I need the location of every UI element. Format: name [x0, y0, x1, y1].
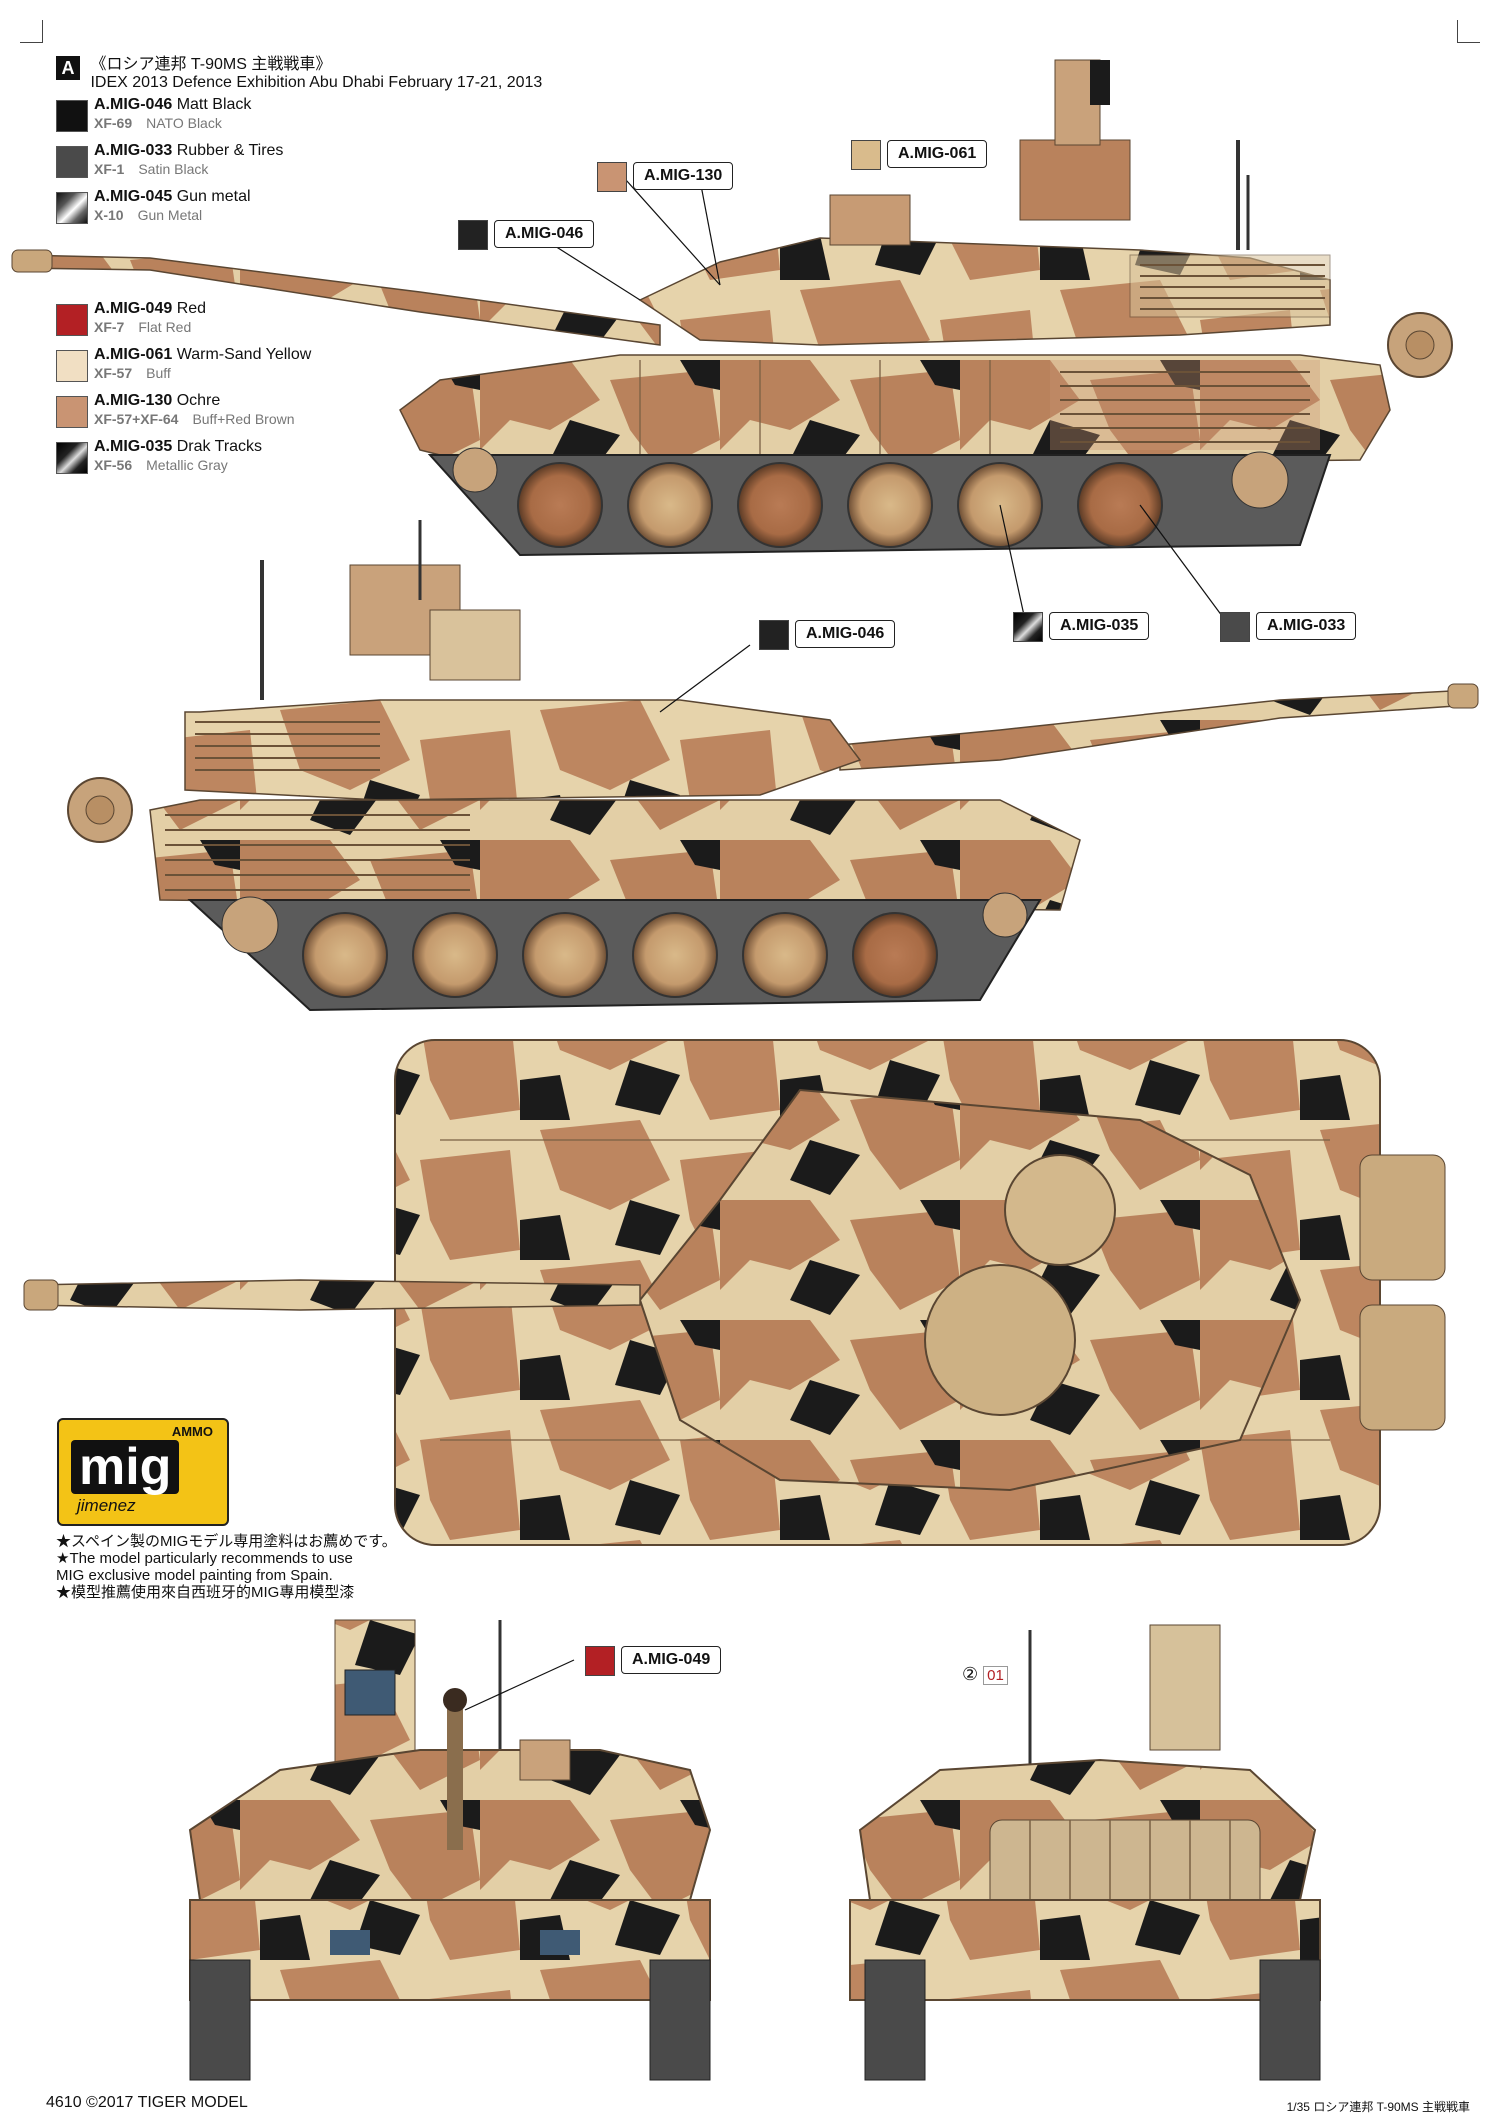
- legend-swatch: [56, 192, 88, 224]
- callout-swatch: [851, 140, 881, 170]
- legend-name: Gun metal: [176, 188, 251, 205]
- decal-number: ②: [962, 1664, 979, 1684]
- callout-label: A.MIG-033: [1256, 612, 1357, 640]
- legend-swatch: [56, 350, 88, 382]
- callout-swatch: [1220, 612, 1250, 642]
- callout-swatch: [597, 162, 627, 192]
- legend-xf: XF-7: [94, 319, 125, 335]
- main-gun-barrel: [11, 249, 661, 346]
- legend-code: A.MIG-046: [94, 96, 173, 113]
- ammo-mig-logo: AMMO mig jimenez: [57, 1418, 229, 1526]
- tank-front-view: [188, 1619, 712, 2081]
- crop-mark-tr: [1457, 20, 1480, 43]
- legend-name: Red: [176, 300, 207, 317]
- note-line: ★The model particularly recommends to us…: [56, 1550, 353, 1567]
- turret: [638, 59, 1331, 346]
- rear-marking: ② 01: [962, 1664, 1008, 1685]
- legend-code: A.MIG-033: [94, 142, 173, 159]
- track-run: [427, 447, 1332, 557]
- decal-code: 01: [983, 1666, 1008, 1685]
- legend-swatch: [56, 146, 88, 178]
- legend-xf: XF-57: [94, 365, 133, 381]
- callout-swatch: [759, 620, 789, 650]
- logo-sub-text: jimenez: [77, 1496, 136, 1515]
- scheme-subtitle: IDEX 2013 Defence Exhibition Abu Dhabi F…: [90, 74, 543, 91]
- legend-xf: XF-69: [94, 115, 133, 131]
- legend-xf-name: Buff+Red Brown: [192, 411, 295, 427]
- paint-recommendation-note: ★スペイン製のMIGモデル専用塗料はお薦めです。 ★The model part…: [56, 1533, 397, 1601]
- callout-swatch: [458, 220, 488, 250]
- legend-xf: XF-57+XF-64: [94, 411, 179, 427]
- callout-label: A.MIG-061: [887, 140, 988, 168]
- legend-swatch: [56, 396, 88, 428]
- leader-lines: [464, 179, 1226, 1711]
- legend-code: A.MIG-130: [94, 392, 173, 409]
- legend-xf-name: Satin Black: [138, 161, 209, 177]
- legend-swatch: [56, 304, 88, 336]
- legend-swatch: [56, 100, 88, 132]
- tank-rear-view: [849, 1624, 1321, 2081]
- legend-xf: XF-56: [94, 457, 133, 473]
- scheme-badge: A: [56, 56, 80, 80]
- callout-label: A.MIG-035: [1049, 612, 1150, 640]
- note-line: ★スペイン製のMIGモデル専用塗料はお薦めです。: [56, 1533, 397, 1550]
- legend-name: Matt Black: [176, 96, 252, 113]
- legend-swatch: [56, 442, 88, 474]
- logo-main-text: mig: [71, 1440, 180, 1494]
- callout-label: A.MIG-046: [494, 220, 595, 248]
- scheme-title-jp: 《ロシア連邦 T-90MS 主戦戦車》: [90, 56, 332, 73]
- note-line: MIG exclusive model painting from Spain.: [56, 1567, 333, 1584]
- legend-xf-name: Buff: [146, 365, 171, 381]
- legend-name: Rubber & Tires: [176, 142, 284, 159]
- hull: [399, 312, 1453, 471]
- legend-xf-name: Metallic Gray: [146, 457, 228, 473]
- legend-xf-name: Gun Metal: [137, 207, 203, 223]
- footer-right: 1/35 ロシア連邦 T-90MS 主戦戦車: [1286, 2100, 1470, 2114]
- tank-top-view: [23, 1039, 1446, 1546]
- note-line: ★模型推薦使用來自西班牙的MIG專用模型漆: [56, 1584, 355, 1601]
- tank-side-view-right: [67, 520, 1479, 1012]
- legend-name: Ochre: [176, 392, 221, 409]
- legend-xf: XF-1: [94, 161, 125, 177]
- crop-mark-tl: [20, 20, 43, 43]
- legend-code: A.MIG-061: [94, 346, 173, 363]
- callout-label: A.MIG-130: [633, 162, 734, 190]
- scheme-title: 《ロシア連邦 T-90MS 主戦戦車》 IDEX 2013 Defence Ex…: [90, 56, 542, 92]
- legend-xf-name: NATO Black: [146, 115, 222, 131]
- legend-code: A.MIG-049: [94, 300, 173, 317]
- footer-left: 4610 ©2017 TIGER MODEL: [46, 2094, 248, 2111]
- callout-label: A.MIG-046: [795, 620, 896, 648]
- callout-swatch: [1013, 612, 1043, 642]
- legend-code: A.MIG-045: [94, 188, 173, 205]
- legend-xf: X-10: [94, 207, 124, 223]
- legend-code: A.MIG-035: [94, 438, 173, 455]
- legend-name: Warm-Sand Yellow: [176, 346, 312, 363]
- callout-label: A.MIG-049: [621, 1646, 722, 1674]
- callout-swatch: [585, 1646, 615, 1676]
- legend-xf-name: Flat Red: [138, 319, 192, 335]
- sheet-header: A 《ロシア連邦 T-90MS 主戦戦車》 IDEX 2013 Defence …: [56, 56, 542, 92]
- legend-name: Drak Tracks: [176, 438, 263, 455]
- logo-top-text: AMMO: [171, 1424, 213, 1439]
